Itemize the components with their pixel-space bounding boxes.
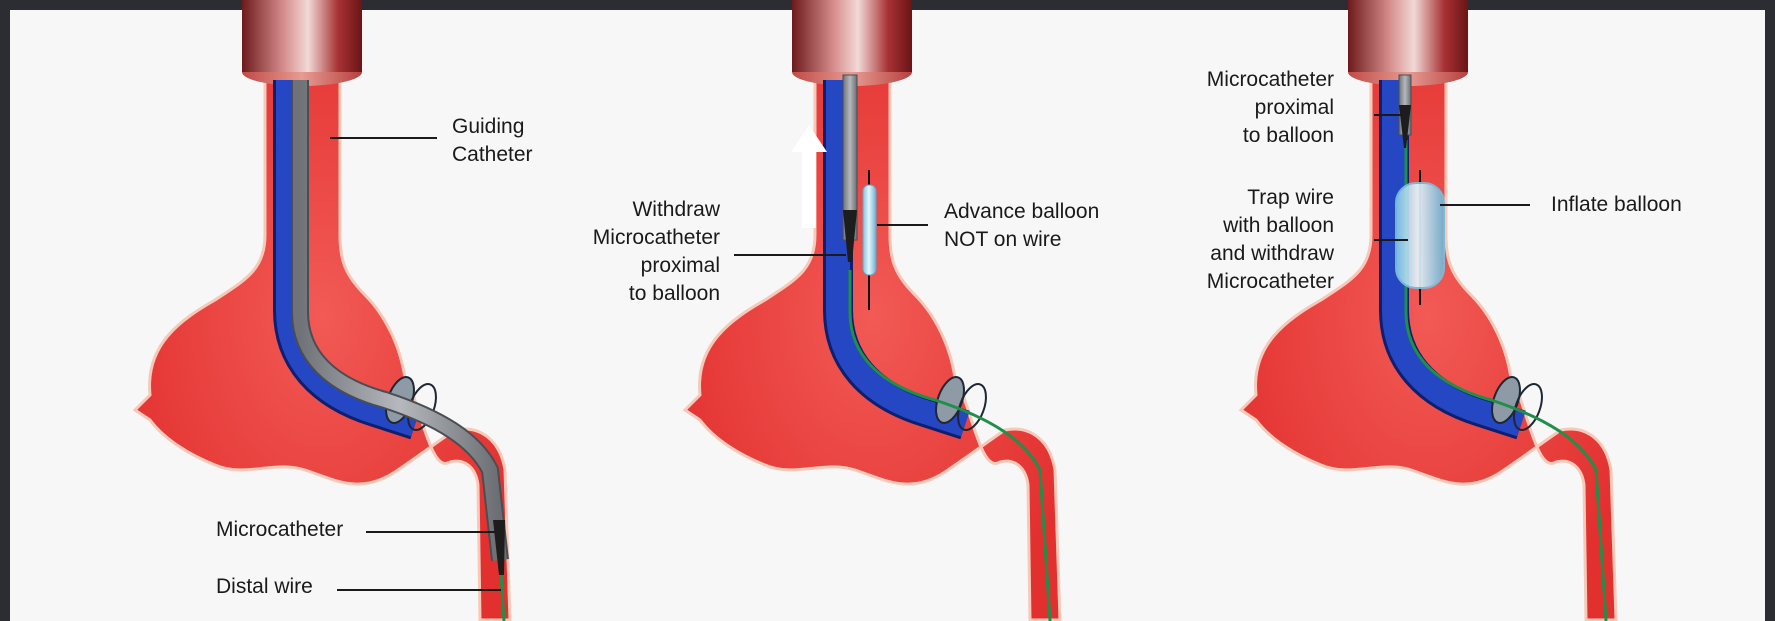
label-microcatheter-proximal: Microcatheter proximal to balloon: [1170, 66, 1334, 150]
artery-2: [685, 0, 1060, 620]
label-advance-balloon: Advance balloon NOT on wire: [944, 198, 1099, 254]
label-inflate-balloon: Inflate balloon: [1551, 191, 1682, 219]
label-distal-wire: Distal wire: [216, 573, 313, 601]
label-microcatheter: Microcatheter: [216, 516, 343, 544]
panel-2-illustration: [685, 0, 1060, 621]
balloon-inflated-3: [1396, 183, 1444, 288]
label-trap-wire: Trap wire with balloon and withdraw Micr…: [1170, 184, 1334, 296]
balloon-deflated-2: [863, 185, 876, 275]
label-guiding-catheter: Guiding Catheter: [452, 113, 533, 169]
label-withdraw-microcatheter: Withdraw Microcatheter proximal to ballo…: [560, 196, 720, 308]
